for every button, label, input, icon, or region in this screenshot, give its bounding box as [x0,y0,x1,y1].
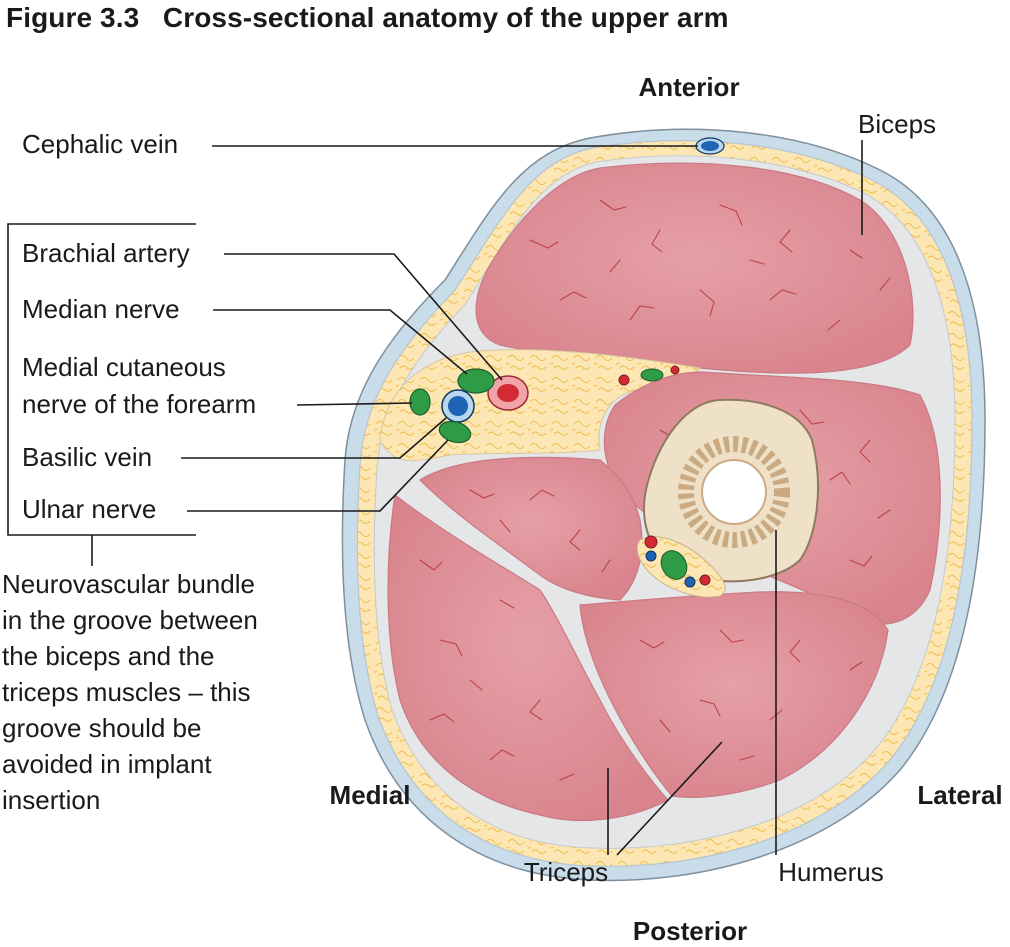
cephalic-vein-lumen [701,141,719,151]
muscle-fibers [419,199,891,781]
humerus-marrow-ring [678,436,790,548]
radial-nerve [660,550,688,580]
label-basilic-vein: Basilic vein [22,442,152,472]
note-line: Neurovascular bundle [2,569,255,599]
basilic-vein-lumen [448,396,468,416]
brachial-artery-lumen [497,384,519,402]
cephalic-vein-shape [695,137,725,155]
small-nerve [640,368,664,382]
leader-triceps-2 [616,741,723,856]
triceps-long-head [387,493,669,822]
biceps-muscle [475,162,914,374]
label-biceps: Biceps [858,109,936,139]
label-medial-cutaneous-line1: Medial cutaneous [22,352,226,382]
figure-title: Figure 3.3 Cross-sectional anatomy of th… [6,2,729,34]
note-line: triceps muscles – this [2,677,251,707]
label-anterior: Anterior [638,72,739,102]
label-cephalic-vein: Cephalic vein [22,129,178,159]
posterior-vein-2 [684,576,696,588]
label-medial: Medial [330,780,411,810]
triceps-lateral-head [579,591,889,798]
posterior-artery-2 [699,574,711,586]
bundle-note: Neurovascular bundle in the groove betwe… [2,569,258,815]
label-posterior: Posterior [633,916,747,946]
note-line: the biceps and the [2,641,215,671]
figure-number: Figure 3.3 [6,2,140,33]
leader-lines [7,140,863,856]
ulnar-nerve-shape [438,420,472,444]
leader-ulnar-nerve [187,439,449,512]
label-lateral: Lateral [917,780,1002,810]
label-medial-cutaneous-line2: nerve of the forearm [22,389,256,419]
note-line: insertion [2,785,100,815]
label-triceps: Triceps [524,857,608,887]
median-nerve-shape [457,368,495,394]
label-humerus: Humerus [778,857,883,887]
label-brachial-artery: Brachial artery [22,238,190,268]
humerus-medullary-cavity [701,459,767,525]
leader-brachial-artery [224,253,503,381]
humerus-bone [643,398,819,583]
posterior-neurovascular-bundle [636,535,726,598]
note-line: groove should be [2,713,201,743]
main-neurovascular-bundle [409,368,529,444]
figure-caption: Cross-sectional anatomy of the upper arm [162,2,729,33]
label-ulnar-nerve: Ulnar nerve [22,494,156,524]
small-artery-2 [670,365,680,375]
bundle-bracket [7,223,196,536]
small-artery-1 [618,374,630,386]
note-line: avoided in implant [2,749,212,779]
posterior-vein-1 [645,550,657,562]
label-median-nerve: Median nerve [22,294,180,324]
medial-cutaneous-nerve-shape [409,388,431,416]
note-line: in the groove between [2,605,258,635]
posterior-artery-1 [644,535,658,549]
leader-basilic-vein [181,417,447,459]
leader-medial-cutaneous [296,402,413,406]
anterior-small-vessels [618,365,680,386]
leader-median-nerve [213,309,468,375]
